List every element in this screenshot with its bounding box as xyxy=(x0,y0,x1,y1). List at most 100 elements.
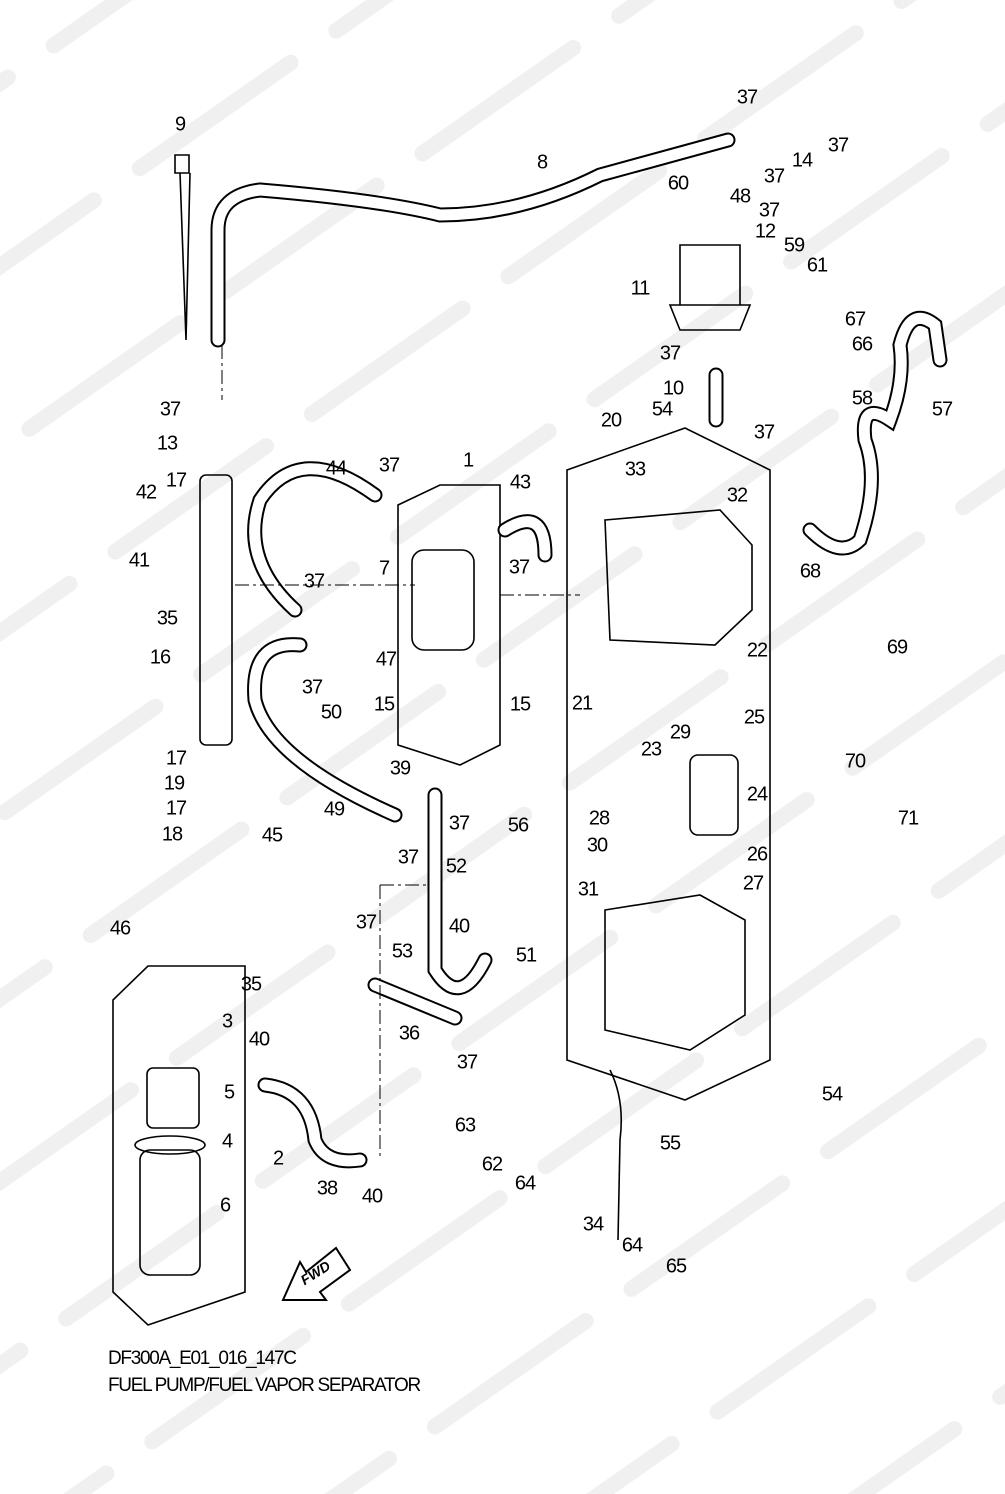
callout-28: 28 xyxy=(589,807,610,829)
callout-37: 37 xyxy=(304,570,325,592)
callout-15: 15 xyxy=(510,693,531,715)
callout-34: 34 xyxy=(583,1213,604,1235)
callout-12: 12 xyxy=(755,220,776,242)
callout-24: 24 xyxy=(747,783,768,805)
callout-10: 10 xyxy=(663,377,684,399)
callout-67: 67 xyxy=(845,308,866,330)
callout-35: 35 xyxy=(241,973,262,995)
callout-44: 44 xyxy=(326,457,347,479)
callout-53: 53 xyxy=(392,940,413,962)
callout-43: 43 xyxy=(510,471,531,493)
callout-37: 37 xyxy=(764,165,785,187)
filter-cup-6 xyxy=(139,1149,201,1276)
callout-61: 61 xyxy=(807,254,828,276)
callout-58: 58 xyxy=(852,387,873,409)
callout-70: 70 xyxy=(845,750,866,772)
callout-66: 66 xyxy=(852,333,873,355)
callout-56: 56 xyxy=(508,814,529,836)
callout-37: 37 xyxy=(737,86,758,108)
callout-19: 19 xyxy=(164,772,185,794)
callout-11: 11 xyxy=(631,277,651,299)
callout-38: 38 xyxy=(317,1177,338,1199)
fuel-pump-assembly-outline xyxy=(397,484,501,766)
callout-64: 64 xyxy=(515,1172,536,1194)
diagram-code: DF300A_E01_016_147C xyxy=(108,1348,297,1369)
vapor-separator-assembly-outline xyxy=(566,427,771,1101)
callout-59: 59 xyxy=(784,234,805,256)
fuel-pump-1 xyxy=(411,549,475,651)
callout-52: 52 xyxy=(446,855,467,877)
callout-13: 13 xyxy=(157,432,178,454)
pump-24 xyxy=(689,754,739,836)
callout-37: 37 xyxy=(759,199,780,221)
callout-54: 54 xyxy=(822,1083,843,1105)
callout-37: 37 xyxy=(379,454,400,476)
cable-tie-9 xyxy=(174,154,191,341)
callout-54: 54 xyxy=(652,398,673,420)
callout-16: 16 xyxy=(150,646,171,668)
callout-37: 37 xyxy=(160,398,181,420)
callout-7: 7 xyxy=(379,557,390,579)
callout-57: 57 xyxy=(932,398,953,420)
callout-33: 33 xyxy=(625,458,646,480)
callout-3: 3 xyxy=(222,1010,233,1032)
callout-71: 71 xyxy=(898,807,919,829)
callout-36: 36 xyxy=(399,1022,420,1044)
callout-15: 15 xyxy=(374,693,395,715)
callout-62: 62 xyxy=(482,1153,503,1175)
callout-37: 37 xyxy=(398,846,419,868)
callout-23: 23 xyxy=(641,738,662,760)
callout-37: 37 xyxy=(754,421,775,443)
callout-2: 2 xyxy=(273,1147,284,1169)
callout-35: 35 xyxy=(157,607,178,629)
callout-17: 17 xyxy=(166,747,187,769)
stay-55 xyxy=(609,1069,623,1241)
callout-26: 26 xyxy=(747,843,768,865)
callout-1: 1 xyxy=(463,449,474,471)
callout-68: 68 xyxy=(800,560,821,582)
callout-37: 37 xyxy=(660,342,681,364)
callout-48: 48 xyxy=(730,185,751,207)
callout-46: 46 xyxy=(110,917,131,939)
callout-32: 32 xyxy=(727,484,748,506)
callout-31: 31 xyxy=(578,878,599,900)
callout-64: 64 xyxy=(622,1234,643,1256)
callout-25: 25 xyxy=(744,706,765,728)
callout-37: 37 xyxy=(302,676,323,698)
callout-21: 21 xyxy=(572,692,593,714)
callout-30: 30 xyxy=(587,834,608,856)
callout-37: 37 xyxy=(509,556,530,578)
callout-69: 69 xyxy=(887,636,908,658)
hose-8 xyxy=(210,132,736,348)
callout-37: 37 xyxy=(828,134,849,156)
callout-8: 8 xyxy=(537,151,548,173)
fuel-filter-11 xyxy=(668,244,752,331)
callout-65: 65 xyxy=(666,1255,687,1277)
callout-9: 9 xyxy=(175,113,186,135)
hose-58 xyxy=(802,310,948,556)
callout-49: 49 xyxy=(324,798,345,820)
vapor-separator-20 xyxy=(604,509,753,646)
o-ring-4 xyxy=(134,1135,206,1155)
callout-55: 55 xyxy=(660,1132,681,1154)
callout-37: 37 xyxy=(449,812,470,834)
callout-4: 4 xyxy=(222,1130,233,1152)
callout-20: 20 xyxy=(601,409,622,431)
callout-40: 40 xyxy=(362,1185,383,1207)
diagram-title: FUEL PUMP/FUEL VAPOR SEPARATOR xyxy=(108,1375,421,1396)
callout-27: 27 xyxy=(743,872,764,894)
callout-51: 51 xyxy=(516,944,537,966)
callout-45: 45 xyxy=(262,824,283,846)
fuel-filter-assembly-outline xyxy=(112,965,246,1326)
fwd-arrow-icon: FWD xyxy=(281,1246,352,1301)
callout-29: 29 xyxy=(670,721,691,743)
callout-18: 18 xyxy=(162,823,183,845)
filter-element-5 xyxy=(146,1067,200,1129)
callout-37: 37 xyxy=(356,911,377,933)
callout-63: 63 xyxy=(455,1114,476,1136)
separator-case xyxy=(604,894,746,1051)
callout-50: 50 xyxy=(321,701,342,723)
callout-14: 14 xyxy=(792,149,813,171)
